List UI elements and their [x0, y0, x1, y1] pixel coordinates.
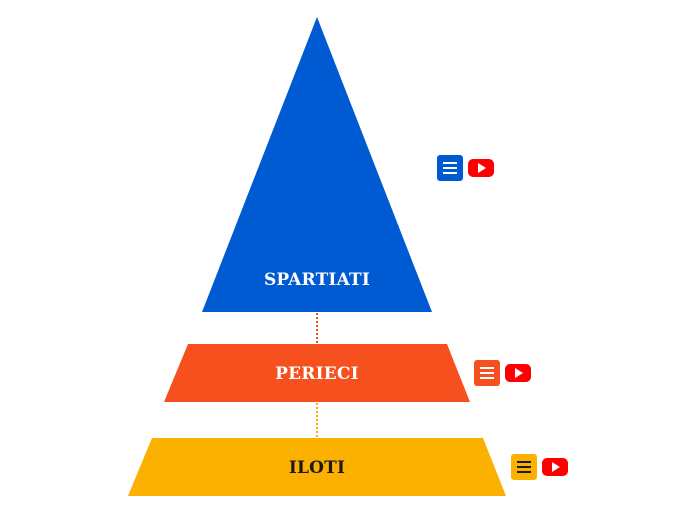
iloti-notes-button[interactable]: [511, 454, 537, 480]
iloti-video-button[interactable]: [542, 458, 568, 476]
spartiati-notes-button[interactable]: [437, 155, 463, 181]
tier-iloti-shape[interactable]: [128, 438, 506, 496]
perieci-notes-button[interactable]: [474, 360, 500, 386]
menu-icon: [480, 367, 494, 379]
tier-spartiati-shape[interactable]: [202, 17, 432, 312]
tier-perieci-label: PERIECI: [275, 364, 359, 384]
spartiati-video-button[interactable]: [468, 159, 494, 177]
perieci-video-button[interactable]: [505, 364, 531, 382]
youtube-icon: [478, 163, 486, 173]
tier-perieci-shape[interactable]: [164, 344, 470, 402]
menu-icon: [517, 461, 531, 473]
youtube-icon: [515, 368, 523, 378]
tier-iloti-label: ILOTI: [289, 458, 345, 478]
menu-icon: [443, 162, 457, 174]
tier-spartiati-label: SPARTIATI: [264, 270, 370, 290]
youtube-icon: [552, 462, 560, 472]
